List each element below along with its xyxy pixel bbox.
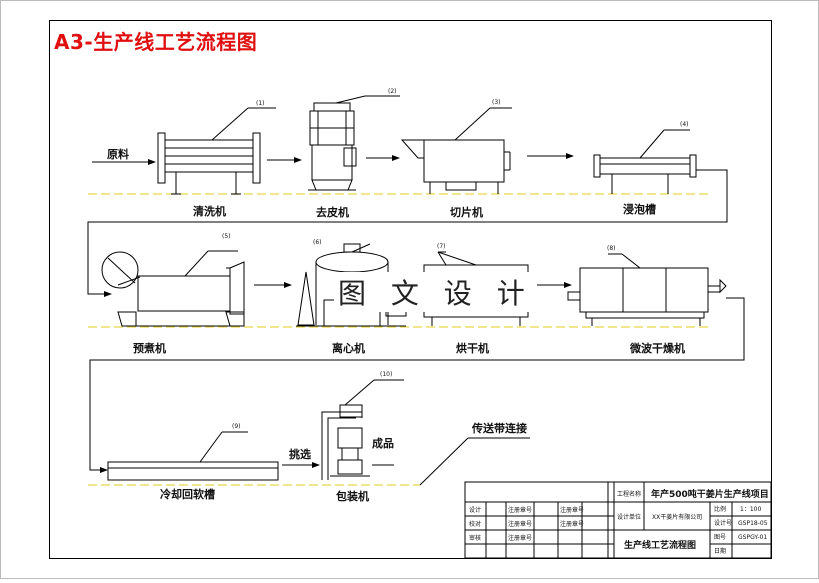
- sign-design: 注册章号: [508, 506, 532, 514]
- blancher-machine: [101, 250, 245, 327]
- design-unit: XX干姜片有限公司: [652, 513, 702, 521]
- cooler-label: 冷却回软槽: [160, 487, 215, 501]
- design-no-label: 设计号: [714, 519, 732, 527]
- watermark: 图 文 设 计: [334, 272, 537, 312]
- date-label: 日期: [714, 547, 726, 555]
- blancher-number: (5): [222, 233, 231, 240]
- microwave-label: 微波干燥机: [629, 341, 685, 355]
- flow-arrow-5: [254, 282, 292, 288]
- conveyor-label: 传送带连接: [471, 421, 527, 435]
- soak-label: 浸泡槽: [623, 202, 656, 216]
- scale-value: 1：100: [740, 506, 761, 513]
- microwave-number: (8): [607, 245, 616, 252]
- raw-material-arrow: [92, 159, 156, 165]
- connector-row2-arrowhead: [100, 467, 108, 473]
- connector-row2-row3: [89, 297, 745, 471]
- slicer-label: 切片机: [450, 205, 483, 219]
- sign-check: 注册章号: [508, 520, 532, 528]
- slicer-machine: [400, 107, 512, 194]
- slicer-number: (3): [492, 99, 501, 106]
- flow-arrow-9: [282, 462, 320, 468]
- design-unit-label: 设计单位: [617, 513, 641, 521]
- page-title: A3-生产线工艺流程图: [54, 30, 258, 54]
- title-block: [464, 481, 772, 559]
- centrifuge-label: 离心机: [332, 341, 365, 355]
- connector-row1-row2: [87, 169, 728, 295]
- pick-label: 挑选: [289, 447, 311, 461]
- connector-row1-arrowhead: [104, 291, 112, 297]
- drawing-frame: [49, 20, 772, 559]
- flow-arrow-3: [527, 153, 574, 159]
- sign2-a: 注册章号: [560, 506, 584, 514]
- design-no: GSP18-05: [738, 520, 768, 527]
- soak-tank: [593, 129, 697, 194]
- raw-material-label: 原料: [107, 147, 129, 161]
- flow-arrow-1: [267, 157, 302, 163]
- dryer-label: 烘干机: [456, 341, 489, 355]
- floor-lines: [88, 193, 712, 486]
- washer-machine: [157, 107, 276, 195]
- scale-label: 比例: [714, 505, 726, 513]
- flow-arrow-7: [533, 282, 572, 288]
- product-label: 成品: [372, 436, 394, 450]
- drawing-no: GSPGY-01: [738, 534, 767, 541]
- project-name: 年产500吨干姜片生产线项目: [651, 488, 769, 500]
- cooler-tank: [107, 431, 279, 481]
- drawing-no-label: 图号: [714, 534, 726, 541]
- role-design: 设计: [469, 506, 481, 514]
- drawing-title: 生产线工艺流程图: [624, 539, 696, 551]
- dryer-number: (7): [437, 243, 446, 250]
- packer-number: (10): [380, 371, 392, 378]
- sign-review: 注册章号: [508, 534, 532, 542]
- role-review: 审核: [469, 534, 481, 542]
- conveyor-leader: [419, 437, 530, 486]
- sign2-b: 注册章号: [560, 520, 584, 528]
- project-label: 工程名称: [617, 490, 641, 498]
- centrifuge-number: (6): [313, 239, 322, 246]
- blancher-label: 预煮机: [133, 341, 166, 355]
- packer-machine: [321, 379, 404, 480]
- packer-label: 包装机: [335, 489, 369, 503]
- role-check: 校对: [469, 520, 481, 528]
- microwave-dryer-machine: [567, 253, 727, 326]
- soak-number: (4): [680, 121, 689, 128]
- cooler-number: (9): [232, 423, 241, 430]
- peeler-label: 去皮机: [316, 205, 349, 219]
- washer-number: (1): [256, 100, 265, 107]
- washer-label: 清洗机: [193, 204, 226, 218]
- peeler-machine: [308, 95, 400, 191]
- peeler-number: (2): [388, 88, 397, 95]
- flow-arrow-2: [366, 155, 400, 161]
